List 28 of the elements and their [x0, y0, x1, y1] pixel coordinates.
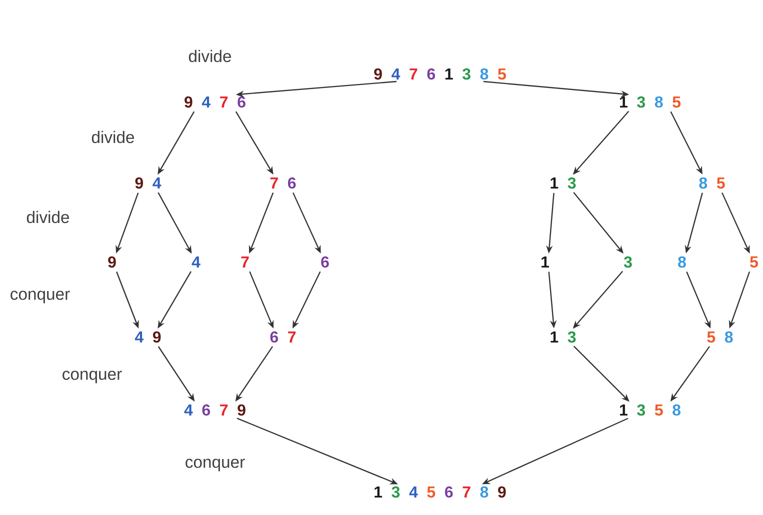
step-label: conquer	[62, 370, 122, 384]
number-list: 8	[678, 256, 686, 268]
number-list: 1 3	[550, 177, 576, 189]
number-list: 4	[192, 256, 200, 268]
number-list: 9 4	[135, 177, 162, 189]
number-list: 4 6 7 9	[184, 404, 246, 416]
number-list: 1 3 5 8	[620, 404, 680, 416]
number-list: 7	[241, 256, 249, 268]
number-list: 1	[542, 256, 549, 268]
number-list: 5	[750, 256, 758, 268]
number-list: 7 6	[270, 177, 296, 189]
step-label: conquer	[10, 290, 70, 304]
step-label: conquer	[186, 458, 245, 472]
number-list: 8 5	[699, 177, 725, 189]
number-list: 6 7	[270, 331, 296, 343]
number-list: 1 3 8 5	[620, 96, 681, 108]
number-list: 9	[108, 256, 116, 268]
number-list: 1 3	[550, 331, 576, 343]
number-list: 5 8	[707, 331, 733, 343]
number-list: 1 3 4 5 6 7 8 9	[374, 486, 506, 498]
number-list: 9 4 7 6	[184, 96, 246, 108]
step-label: divide	[188, 50, 232, 62]
number-list: 3	[624, 256, 632, 268]
number-list: 6	[321, 256, 329, 268]
step-label: divide	[26, 210, 70, 224]
step-label: divide	[92, 130, 134, 144]
number-list: 4 9	[134, 331, 161, 343]
number-list: 9 4 7 6 1 3 8 5	[374, 68, 506, 80]
